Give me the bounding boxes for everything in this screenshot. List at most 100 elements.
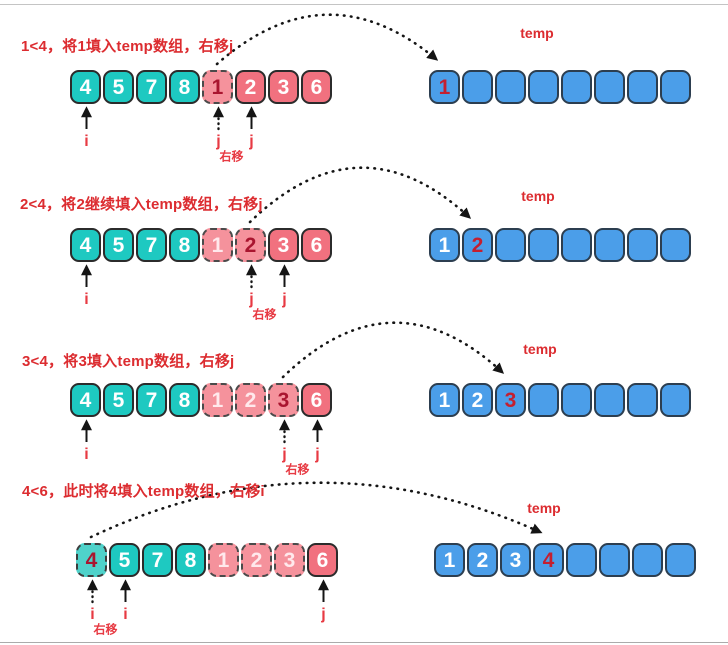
temp-cell (462, 70, 493, 104)
bottom-border-line (0, 642, 728, 643)
array-cell: 5 (103, 70, 134, 104)
temp-label: temp (523, 341, 557, 357)
temp-cell (528, 70, 559, 104)
pointer-label: i (123, 606, 128, 623)
array-cell: 3 (268, 383, 299, 417)
array-cell: 7 (136, 70, 167, 104)
array-cell: 5 (103, 383, 134, 417)
temp-cell: 1 (429, 70, 460, 104)
shift-right-label: 右移 (219, 149, 244, 164)
temp-cell (660, 70, 691, 104)
temp-cell (594, 228, 625, 262)
temp-cell: 1 (434, 543, 465, 577)
temp-cell (599, 543, 630, 577)
shift-right-label: 右移 (93, 622, 118, 637)
array-cell: 8 (175, 543, 206, 577)
temp-cell (665, 543, 696, 577)
top-border-line (0, 4, 728, 5)
array-cell: 8 (169, 70, 200, 104)
temp-cell (495, 70, 526, 104)
temp-cell: 4 (533, 543, 564, 577)
array-cell: 5 (109, 543, 140, 577)
array-cell: 4 (76, 543, 107, 577)
temp-cell (660, 383, 691, 417)
temp-cell (566, 543, 597, 577)
pointer-label: i (90, 606, 95, 623)
temp-cell (627, 383, 658, 417)
temp-cell: 2 (462, 228, 493, 262)
step-caption: 1<4，将1填入temp数组，右移j (21, 38, 234, 55)
pointer-label: j (282, 446, 287, 463)
temp-cell (627, 70, 658, 104)
array-cell: 4 (70, 228, 101, 262)
pointer-label: j (282, 291, 287, 308)
array-cell: 1 (208, 543, 239, 577)
array-cell: 6 (301, 70, 332, 104)
step-caption: 2<4，将2继续填入temp数组，右移j (20, 196, 263, 213)
transfer-arrow (215, 13, 439, 66)
array-cell: 3 (274, 543, 305, 577)
array-cell: 5 (103, 228, 134, 262)
temp-cell (594, 70, 625, 104)
pointer-label: i (84, 291, 89, 308)
array-cell: 3 (268, 228, 299, 262)
pointer-label: j (315, 446, 320, 463)
temp-cell (528, 383, 559, 417)
array-cell: 8 (169, 383, 200, 417)
shift-right-label: 右移 (285, 462, 310, 477)
step-caption: 3<4，将3填入temp数组，右移j (22, 353, 235, 370)
array-cell: 1 (202, 383, 233, 417)
array-cell: 7 (136, 228, 167, 262)
temp-cell (660, 228, 691, 262)
temp-cell (632, 543, 663, 577)
temp-label: temp (527, 500, 561, 516)
temp-cell (495, 228, 526, 262)
temp-cell: 3 (495, 383, 526, 417)
pointer-label: j (321, 606, 326, 623)
array-cell: 6 (307, 543, 338, 577)
array-cell: 2 (235, 70, 266, 104)
array-cell: 1 (202, 70, 233, 104)
temp-cell: 2 (467, 543, 498, 577)
temp-cell (594, 383, 625, 417)
temp-cell: 2 (462, 383, 493, 417)
array-cell: 7 (136, 383, 167, 417)
temp-cell (561, 70, 592, 104)
transfer-arrow (281, 321, 505, 379)
temp-array: 1 (429, 70, 691, 104)
temp-cell (528, 228, 559, 262)
temp-label: temp (521, 188, 555, 204)
temp-label: temp (520, 25, 554, 41)
array-cell: 6 (301, 228, 332, 262)
pointer-label: i (84, 133, 89, 150)
temp-cell (627, 228, 658, 262)
pointer-label: j (249, 133, 254, 150)
array-cell: 4 (70, 383, 101, 417)
pointer-label: i (84, 446, 89, 463)
array-cell: 2 (235, 228, 266, 262)
transfer-arrow (248, 166, 472, 224)
array-cell: 2 (241, 543, 272, 577)
temp-cell (561, 228, 592, 262)
temp-cell: 3 (500, 543, 531, 577)
array-cell: 2 (235, 383, 266, 417)
pointer-label: j (216, 133, 221, 150)
temp-cell: 1 (429, 383, 460, 417)
temp-cell (561, 383, 592, 417)
array-cell: 4 (70, 70, 101, 104)
temp-cell: 1 (429, 228, 460, 262)
step-caption: 4<6，此时将4填入temp数组，右移i (22, 483, 265, 500)
shift-right-label: 右移 (252, 307, 277, 322)
array-cell: 7 (142, 543, 173, 577)
array-cell: 1 (202, 228, 233, 262)
array-cell: 6 (301, 383, 332, 417)
array-cell: 3 (268, 70, 299, 104)
array-cell: 8 (169, 228, 200, 262)
